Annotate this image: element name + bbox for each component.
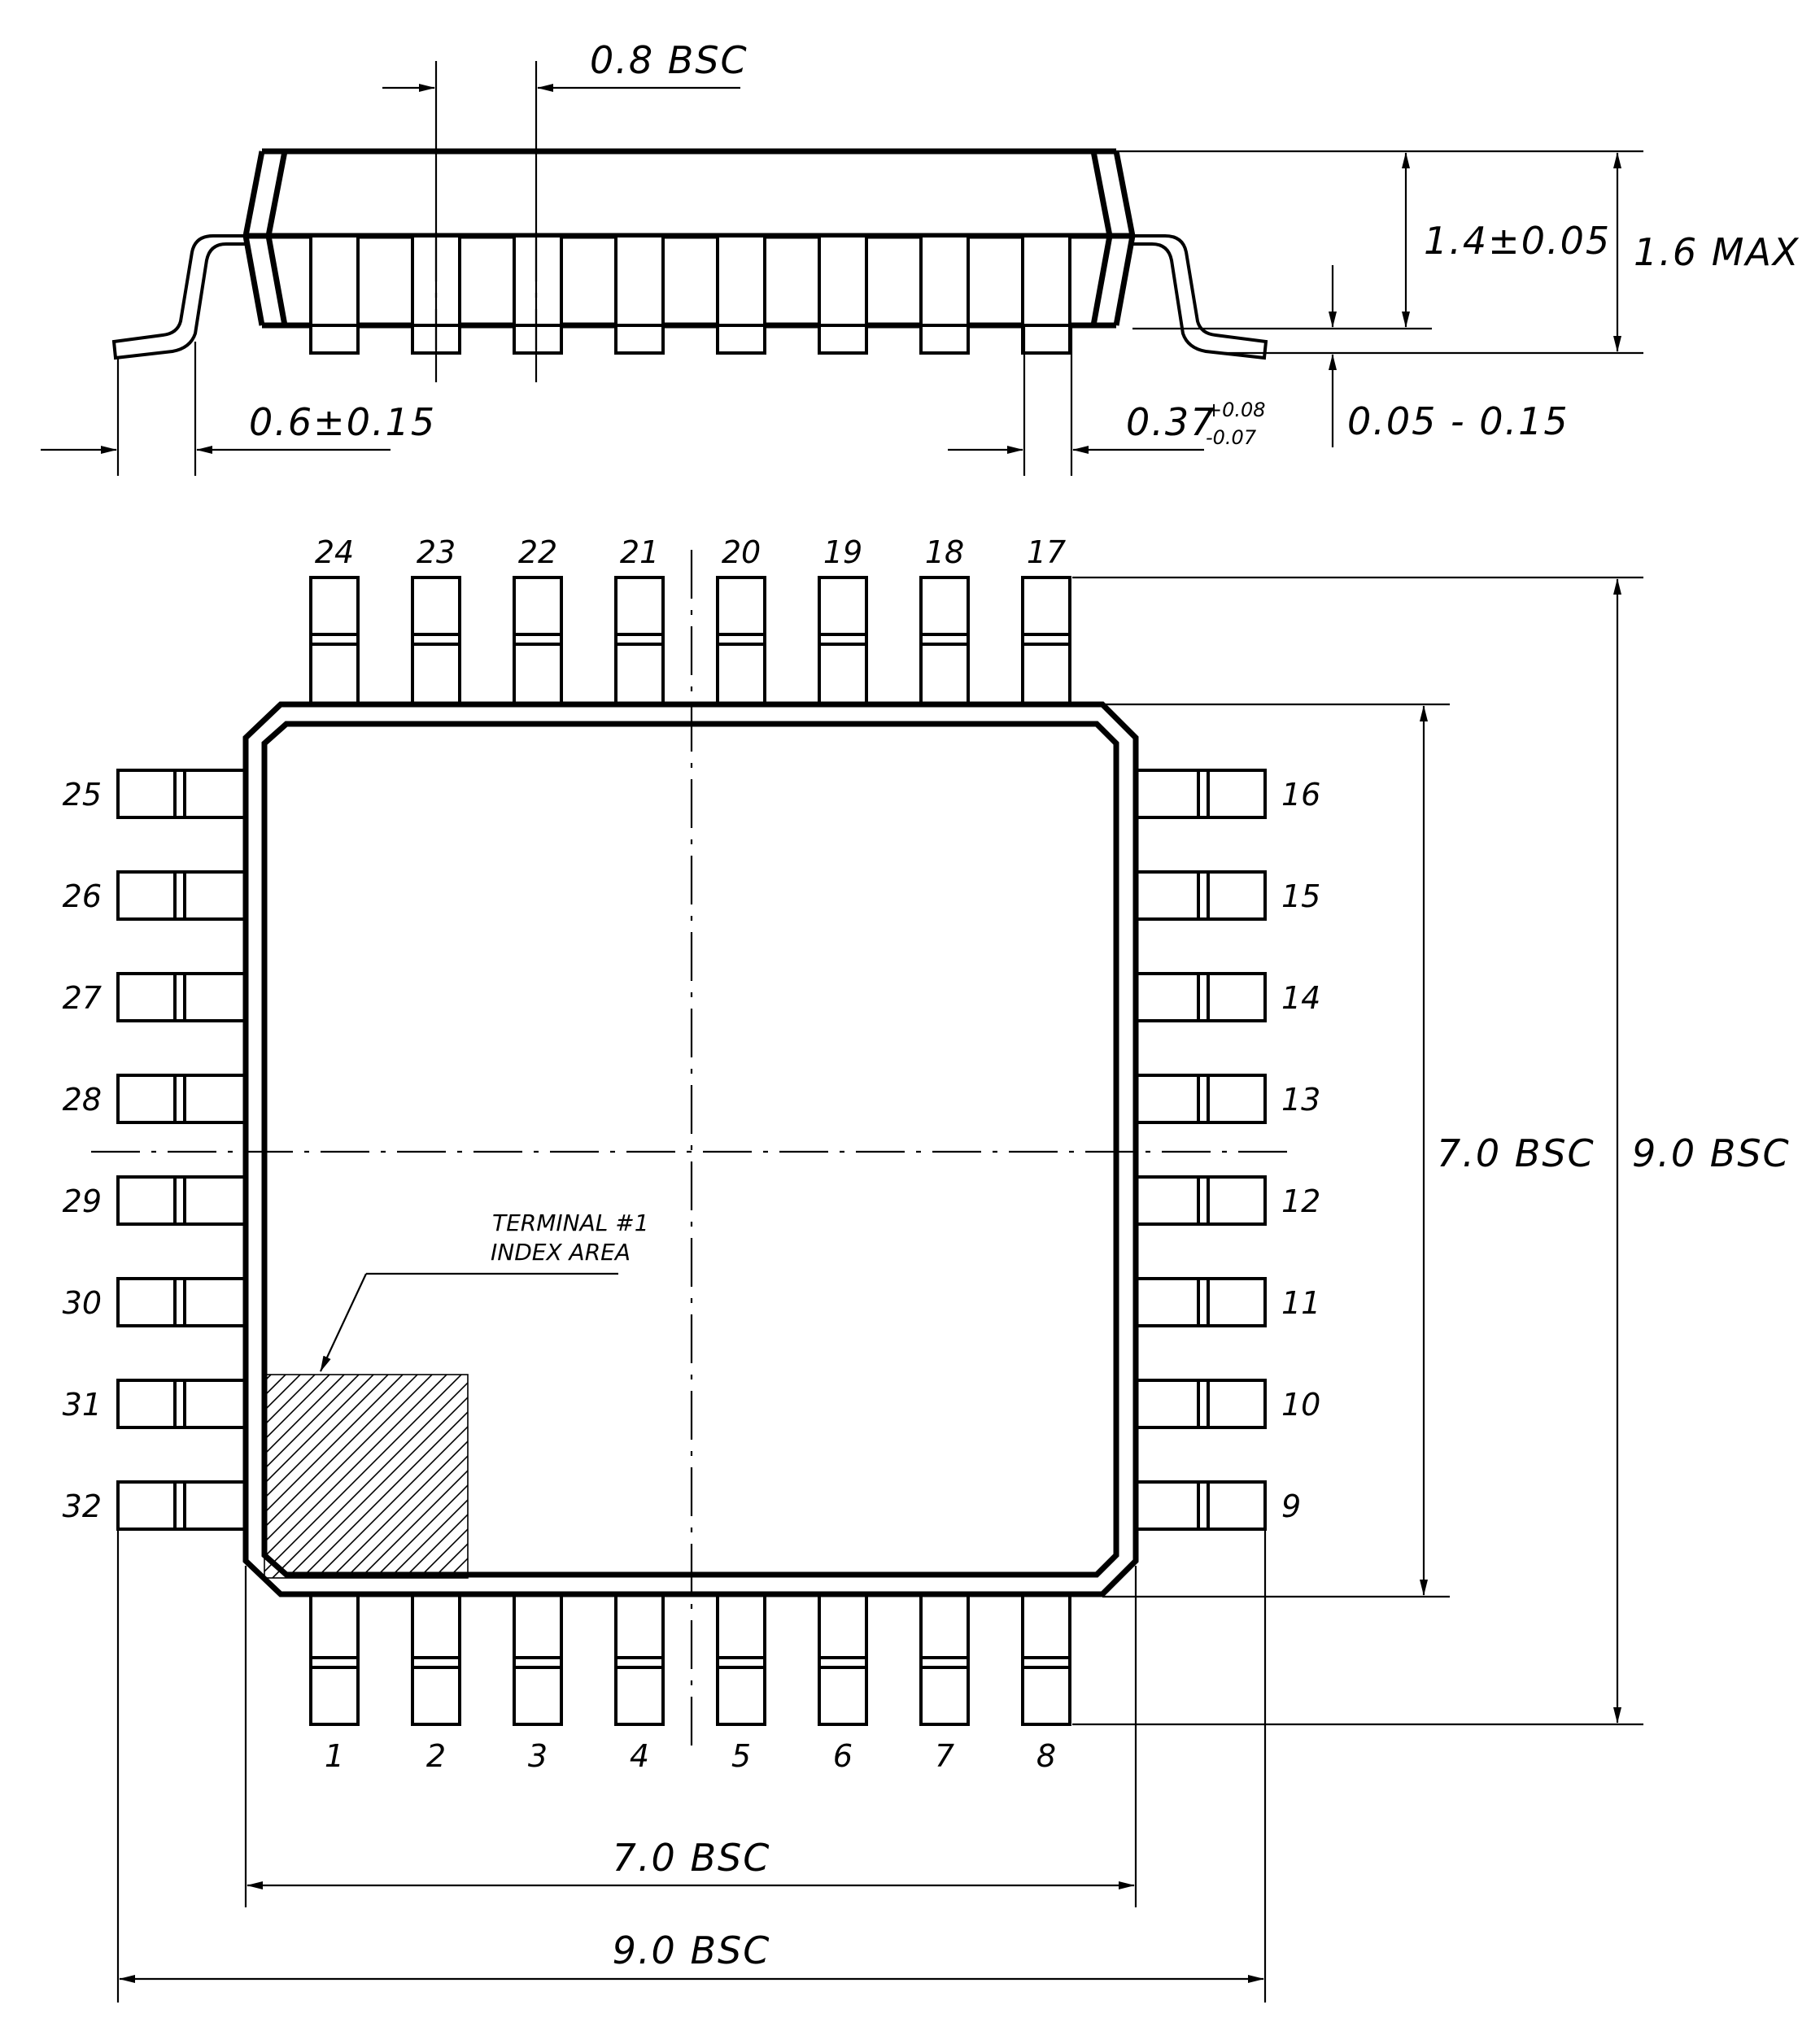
lead-pin-19 — [818, 576, 868, 706]
pin-label-4: 4 — [630, 1738, 649, 1774]
pin-label-30: 30 — [63, 1285, 102, 1321]
lead-pin-14 — [1134, 972, 1267, 1022]
lead-pin-32 — [116, 1480, 247, 1531]
pin-label-27: 27 — [63, 980, 102, 1016]
pin-label-22: 22 — [518, 534, 557, 570]
side-lead-left — [111, 234, 246, 360]
lead-width-tol-plus: +0.08 — [1206, 399, 1266, 421]
pin-label-26: 26 — [63, 878, 102, 914]
side-lead-foot-5 — [716, 324, 766, 355]
pin-label-6: 6 — [833, 1738, 853, 1774]
pin-label-10: 10 — [1281, 1387, 1320, 1423]
total-height-label: 1.6 MAX — [1634, 230, 1800, 274]
pin-label-24: 24 — [315, 534, 354, 570]
pin-label-3: 3 — [528, 1738, 548, 1774]
standoff-label: 0.05 - 0.15 — [1347, 399, 1569, 443]
side-lead-foot-6 — [818, 324, 868, 355]
lead-pin-29 — [116, 1175, 247, 1226]
lead-pin-20 — [716, 576, 766, 706]
pitch-dimension-label: 0.8 BSC — [590, 38, 748, 82]
lead-pin-30 — [116, 1277, 247, 1327]
pin-label-20: 20 — [722, 534, 761, 570]
pin-label-23: 23 — [417, 534, 456, 570]
lead-pin-23 — [411, 576, 461, 706]
index-note-line2: INDEX AREA — [491, 1239, 631, 1266]
side-lead-right — [1132, 234, 1268, 360]
lead-pin-13 — [1134, 1074, 1267, 1124]
body-height-label: 1.4±0.05 — [1424, 219, 1611, 263]
body-height-dimension: 7.0 BSC — [1437, 1131, 1595, 1175]
side-lead-4 — [614, 234, 665, 327]
lead-pin-17 — [1021, 576, 1071, 706]
package-body-outer — [242, 701, 1139, 1597]
lead-pin-27 — [116, 972, 247, 1022]
pin-label-31: 31 — [63, 1387, 102, 1423]
pin-label-9: 9 — [1281, 1488, 1301, 1524]
pin-label-32: 32 — [63, 1488, 102, 1524]
side-lead-8 — [1021, 234, 1071, 327]
lead-pin-16 — [1134, 769, 1267, 819]
side-lead-5 — [716, 234, 766, 327]
lead-span-width-dimension: 9.0 BSC — [613, 1929, 771, 1972]
pin-label-12: 12 — [1281, 1183, 1320, 1219]
side-lead-1 — [309, 234, 360, 327]
pin-label-15: 15 — [1281, 878, 1320, 914]
side-lead-foot-4 — [614, 324, 665, 355]
lead-pin-31 — [116, 1379, 247, 1429]
lead-pin-26 — [116, 870, 247, 921]
pin-label-1: 1 — [325, 1738, 344, 1774]
pin-label-16: 16 — [1281, 777, 1320, 813]
index-note-line1: TERMINAL #1 — [492, 1209, 649, 1236]
pin-label-2: 2 — [426, 1738, 446, 1774]
side-lead-row — [309, 234, 1071, 355]
pin-label-28: 28 — [63, 1082, 102, 1118]
lead-pin-22 — [513, 576, 563, 706]
body-width-dimension: 7.0 BSC — [613, 1836, 771, 1880]
side-lead-foot-3 — [513, 324, 563, 355]
pin-label-13: 13 — [1281, 1082, 1320, 1118]
pin-label-8: 8 — [1036, 1738, 1056, 1774]
pin-label-21: 21 — [620, 534, 659, 570]
lead-pin-9 — [1134, 1480, 1267, 1531]
lead-pin-10 — [1134, 1379, 1267, 1429]
pin-label-25: 25 — [63, 777, 102, 813]
lead-width-label: 0.37 — [1126, 400, 1215, 444]
lead-width-tol-minus: -0.07 — [1206, 426, 1257, 449]
side-lead-7 — [919, 234, 970, 327]
lead-pin-15 — [1134, 870, 1267, 921]
pin-label-18: 18 — [925, 534, 964, 570]
pin-label-5: 5 — [731, 1738, 751, 1774]
side-view: 0.8 BSC 1.4±0.05 1.6 MAX 0.05 - 0.15 0.6… — [41, 38, 1800, 476]
lead-pin-25 — [116, 769, 247, 819]
pin-label-11: 11 — [1281, 1285, 1320, 1321]
pin-label-29: 29 — [63, 1183, 102, 1219]
lead-pin-28 — [116, 1074, 247, 1124]
side-lead-foot-1 — [309, 324, 360, 355]
side-lead-6 — [818, 234, 868, 327]
terminal-1-index-area — [264, 1374, 469, 1579]
lead-pin-12 — [1134, 1175, 1267, 1226]
lead-pin-18 — [919, 576, 970, 706]
pin-label-14: 14 — [1281, 980, 1320, 1016]
side-body-shoulders — [265, 150, 1113, 326]
lead-pin-21 — [614, 576, 665, 706]
package-body-inner — [261, 721, 1119, 1578]
pin-label-17: 17 — [1027, 534, 1066, 570]
side-body-outline — [242, 148, 1136, 329]
foot-length-label: 0.6±0.15 — [249, 400, 436, 444]
lead-pin-11 — [1134, 1277, 1267, 1327]
lead-pin-24 — [309, 576, 360, 706]
pin-label-7: 7 — [935, 1738, 954, 1774]
side-lead-3 — [513, 234, 563, 327]
pin-label-19: 19 — [823, 534, 862, 570]
side-lead-foot-7 — [919, 324, 970, 355]
side-lead-foot-8 — [1021, 324, 1071, 355]
lead-span-height-dimension: 9.0 BSC — [1632, 1131, 1791, 1175]
